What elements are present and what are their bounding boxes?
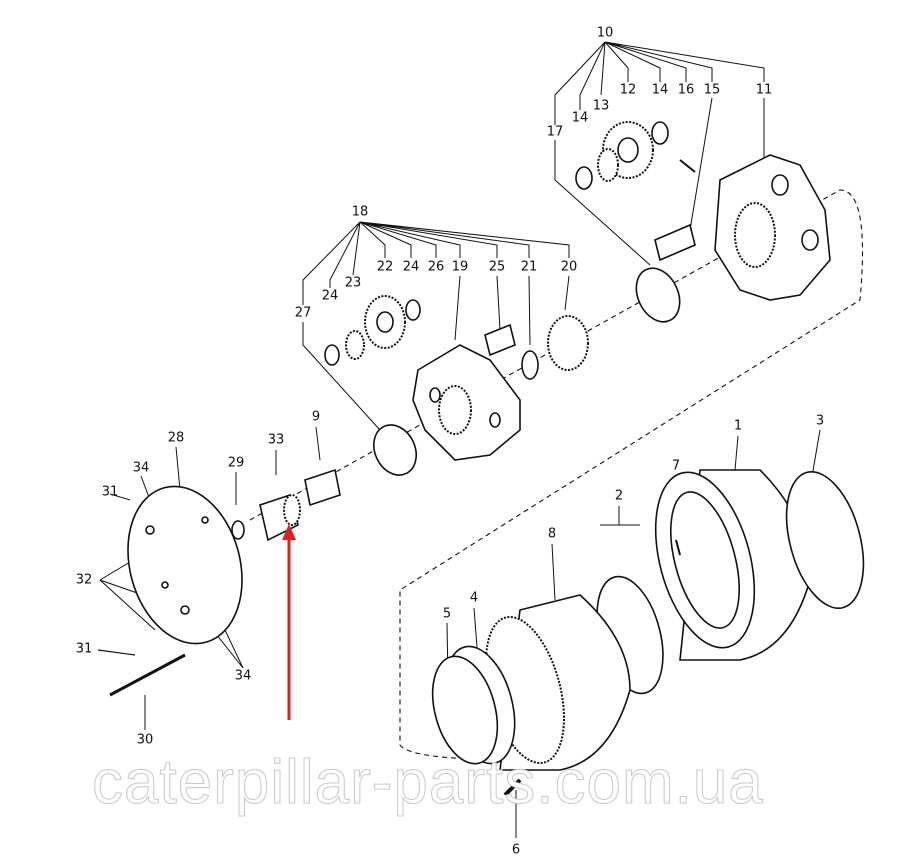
washer-29 — [231, 520, 245, 540]
part-label: 24 — [321, 288, 339, 304]
part-label: 3 — [815, 413, 825, 429]
snap-ring-17 — [635, 267, 681, 323]
bolt-30 — [109, 653, 186, 697]
part-label: 19 — [451, 259, 469, 275]
sun-gear-20 — [547, 315, 589, 371]
part-label: 28 — [167, 430, 185, 446]
part-label: 26 — [427, 259, 445, 275]
part-label: 29 — [227, 455, 245, 471]
part-label: 15 — [703, 82, 721, 98]
pin-16 — [679, 159, 696, 173]
part-label: 30 — [136, 732, 154, 748]
bearing-13 — [597, 148, 619, 182]
part-label: 16 — [677, 82, 695, 98]
part-label: 14 — [571, 110, 589, 126]
part-label: 20 — [560, 259, 578, 275]
cover-28 — [127, 485, 243, 645]
part-label: 2 — [614, 488, 624, 504]
seal-ring-3 — [785, 470, 865, 610]
part-label: 12 — [619, 82, 637, 98]
bearing-9 — [304, 468, 341, 507]
leader-lines — [99, 41, 821, 838]
pin-7 — [675, 539, 681, 556]
assembly-axis — [249, 189, 864, 761]
part-label: 13 — [592, 98, 610, 114]
highlight-arrow — [282, 524, 296, 720]
part-label: 34 — [234, 668, 252, 684]
washer-14 — [575, 166, 593, 190]
shaft-25 — [484, 323, 516, 357]
part-label: 21 — [520, 259, 538, 275]
carrier-assembly-11 — [714, 154, 831, 301]
part-label: 4 — [469, 590, 479, 606]
bearing-23 — [345, 330, 365, 360]
part-label: 14 — [651, 82, 669, 98]
seal-5 — [431, 655, 499, 765]
bolt-31 — [97, 649, 136, 656]
washer-24b — [405, 299, 421, 321]
part-label: 9 — [311, 409, 321, 425]
snap-ring-27 — [373, 424, 417, 476]
part-label: 1 — [733, 418, 743, 434]
part-label: 5 — [442, 606, 452, 622]
shaft-15 — [654, 223, 696, 262]
part-label: 24 — [402, 259, 420, 275]
bolt-6 — [503, 778, 522, 797]
part-label: 27 — [294, 305, 312, 321]
part-label: 8 — [547, 526, 557, 542]
watermark: caterpillar-parts.com.ua — [92, 748, 764, 817]
part-label: 32 — [75, 572, 93, 588]
washer-21 — [521, 350, 539, 380]
part-label: 23 — [344, 275, 362, 291]
washer-14b — [651, 121, 669, 145]
part-label: 25 — [488, 259, 506, 275]
carrier-assembly-19 — [412, 344, 521, 461]
part-label: 31 — [101, 484, 119, 500]
part-label: 22 — [376, 259, 394, 275]
part-label: 34 — [132, 460, 150, 476]
washer-24 — [324, 344, 340, 366]
part-label: 31 — [75, 641, 93, 657]
part-label: 18 — [351, 204, 369, 220]
part-label: 7 — [671, 458, 681, 474]
part-label: 6 — [511, 842, 521, 858]
housing-1 — [654, 469, 811, 661]
part-label: 17 — [546, 124, 564, 140]
part-label: 11 — [755, 82, 773, 98]
part-label: 10 — [596, 25, 614, 41]
part-label: 33 — [267, 432, 285, 448]
